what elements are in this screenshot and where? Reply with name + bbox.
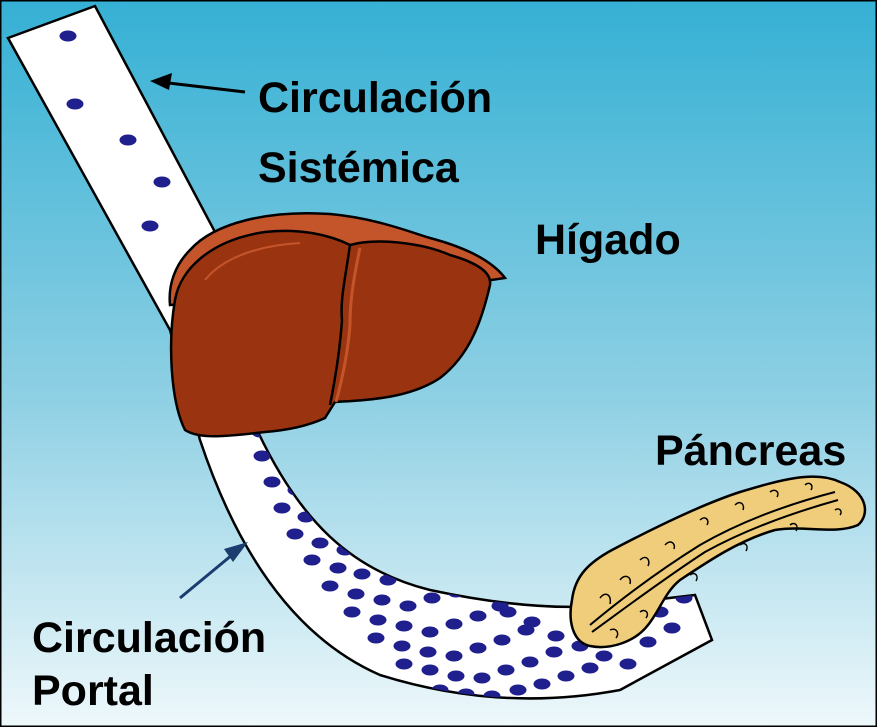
blood-particle [154, 177, 171, 188]
blood-particle [548, 631, 565, 642]
blood-particle [274, 503, 291, 514]
label-systemic-line1: Circulación [258, 74, 492, 122]
blood-particle [264, 477, 281, 488]
blood-particle [254, 451, 271, 462]
blood-particle [422, 627, 439, 638]
blood-particle [394, 641, 411, 652]
blood-particle [640, 637, 657, 648]
blood-particle [60, 31, 77, 42]
blood-particle [370, 615, 387, 626]
blood-particle [500, 607, 517, 618]
blood-particle [374, 595, 391, 606]
blood-particle [470, 611, 487, 622]
blood-particle [287, 529, 304, 540]
blood-particle [368, 633, 385, 644]
label-portal-line2: Portal [32, 667, 154, 715]
blood-particle [67, 99, 84, 110]
blood-particle [396, 659, 413, 670]
blood-particle [582, 663, 599, 674]
blood-particle [546, 647, 563, 658]
blood-particle [446, 619, 463, 630]
blood-particle [322, 581, 339, 592]
blood-particle [534, 679, 551, 690]
label-pancreas: Páncreas [655, 427, 846, 475]
blood-particle [348, 589, 365, 600]
blood-particle [396, 621, 413, 632]
blood-particle [510, 685, 527, 696]
blood-particle [494, 635, 511, 646]
blood-particle [664, 623, 681, 634]
blood-particle [120, 135, 137, 146]
blood-particle [620, 659, 637, 670]
blood-particle [524, 617, 541, 628]
blood-particle [330, 563, 347, 574]
label-portal-line1: Circulación [32, 614, 266, 662]
blood-particle [448, 671, 465, 682]
blood-particle [420, 647, 437, 658]
blood-particle [558, 671, 575, 682]
blood-particle [400, 601, 417, 612]
blood-particle [596, 651, 613, 662]
blood-particle [470, 643, 487, 654]
blood-particle [304, 555, 321, 566]
blood-particle [354, 569, 371, 580]
blood-particle [474, 673, 491, 684]
blood-particle [498, 665, 515, 676]
blood-particle [424, 593, 441, 604]
label-systemic-line2: Sistémica [258, 144, 460, 192]
blood-particle [422, 665, 439, 676]
blood-particle [446, 651, 463, 662]
blood-particle [142, 221, 159, 232]
label-liver: Hígado [535, 216, 681, 264]
blood-particle [312, 538, 329, 549]
blood-particle [522, 657, 539, 668]
blood-particle [344, 607, 361, 618]
